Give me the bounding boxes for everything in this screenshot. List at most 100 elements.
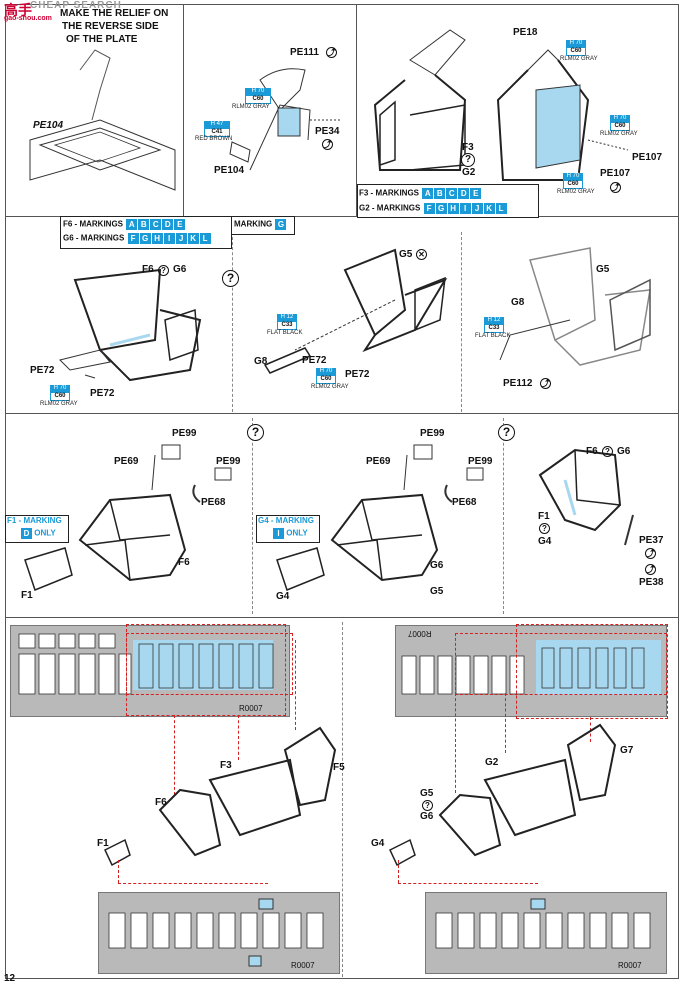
part-pe99c: PE99	[420, 428, 445, 439]
marking-letter: I	[273, 528, 284, 539]
marking-question-icon: ?	[602, 446, 613, 457]
paint-code: H 70	[610, 115, 630, 122]
part-pe72b: PE72	[90, 388, 115, 399]
paint-code: H 70	[50, 385, 70, 392]
part-f6: F6	[142, 264, 154, 275]
paint-name: RLM02 GRAY	[232, 104, 270, 110]
mask-guide-box	[455, 633, 667, 695]
mask-pattern	[435, 898, 651, 949]
part-g6: G6	[420, 811, 434, 822]
seat-drawing-g5-right	[499, 247, 651, 366]
relief-note-line2: THE REVERSE SIDE	[62, 21, 159, 32]
part-g5: G5	[420, 788, 434, 799]
paint-callout: H 12 C33	[277, 314, 297, 330]
mask-pattern	[18, 633, 274, 695]
canopy-drawing-f6	[24, 444, 232, 591]
relief-plate-drawing	[29, 49, 176, 191]
marking-letter: C	[446, 188, 458, 199]
paint-code-c: C33	[277, 321, 297, 330]
marking-letter: D	[21, 528, 32, 539]
paint-callout: H 70 C60	[245, 88, 271, 104]
part-g6: G6	[173, 264, 187, 275]
paint-name: FLAT BLACK	[267, 330, 303, 336]
guide-line	[398, 883, 538, 884]
step-divider	[503, 418, 504, 614]
paint-code-c: C60	[610, 122, 630, 131]
part-g7: G7	[620, 745, 634, 756]
step-divider	[342, 622, 343, 977]
part-pe69a: PE69	[114, 456, 139, 467]
paint-code: H 12	[484, 317, 504, 324]
markings-f6-label: F6 - MARKINGS	[63, 219, 123, 229]
bend-icon: ⤴	[540, 378, 551, 389]
part-pe37: PE37	[639, 535, 664, 546]
paint-code: H 70	[316, 368, 336, 375]
mask-code: R0007	[408, 629, 432, 638]
guide-line	[398, 860, 399, 883]
marking-letter: J	[471, 203, 483, 214]
guide-line	[118, 860, 119, 883]
paint-code-c: C60	[316, 375, 336, 384]
marking-letter: B	[434, 188, 446, 199]
paint-code-c: C41	[204, 128, 230, 137]
marking-question-icon: ?	[498, 424, 515, 441]
marking-letter: I	[459, 203, 471, 214]
paint-callout: H 70 C60	[610, 115, 630, 131]
seat-drawing-f6	[59, 268, 202, 382]
part-f1: F1	[21, 590, 33, 601]
part-f5: F5	[333, 762, 345, 773]
part-g6r: G6	[617, 446, 631, 457]
paint-code-c: C60	[50, 392, 70, 401]
part-g4: G4	[371, 838, 385, 849]
part-g4: G4	[276, 591, 290, 602]
marking-f1-row: D ONLY	[20, 528, 56, 539]
relief-note-line1: MAKE THE RELIEF ON	[60, 8, 169, 19]
paint-callout: H 70 C60	[566, 40, 586, 56]
part-f6: F6	[178, 557, 190, 568]
marking-letter: A	[126, 219, 138, 230]
part-g6: G6	[430, 560, 444, 571]
masked-canopy-parts-left	[104, 726, 337, 867]
masked-canopy-parts-right	[389, 723, 617, 867]
part-g2: G2	[485, 757, 499, 768]
marking-letter: G	[139, 233, 151, 244]
marking-letter: E	[174, 219, 186, 230]
mask-pattern	[108, 898, 324, 967]
mask-pattern	[401, 647, 645, 695]
marking-letter: K	[187, 233, 199, 244]
marking-question-icon: ?	[539, 523, 550, 534]
marking-question-icon: ?	[222, 270, 239, 287]
marking-f1-label: F1 - MARKING	[7, 516, 62, 525]
part-pe69b: PE69	[366, 456, 391, 467]
marking-letter: D	[162, 219, 174, 230]
marking-letter: K	[483, 203, 495, 214]
relief-note-line3: OF THE PLATE	[66, 34, 138, 45]
part-f3: F3	[462, 142, 474, 153]
part-pe107b: PE107	[600, 168, 631, 179]
part-f3: F3	[220, 760, 232, 771]
marking-letter: C	[150, 219, 162, 230]
site-logo: 高手	[4, 2, 32, 18]
step-divider	[232, 232, 233, 412]
part-g5: G5	[399, 249, 413, 260]
marking-question-icon: ?	[158, 265, 169, 276]
page-number: 12	[4, 973, 16, 984]
part-pe72c: PE72	[302, 355, 327, 366]
step-divider	[252, 418, 253, 614]
page-frame	[5, 4, 679, 979]
marking-question-icon: ?	[247, 424, 264, 441]
marking-g-label: MARKING	[234, 219, 273, 229]
markings-g6-label: G6 - MARKINGS	[63, 233, 125, 243]
bend-icon: ⤴	[610, 182, 621, 193]
paint-callout: H 70 C60	[563, 173, 583, 189]
step-divider	[461, 232, 462, 412]
mask-highlight	[133, 640, 273, 690]
seat-frame-drawing-f3	[373, 29, 467, 171]
marking-g4-label: G4 - MARKING	[258, 516, 314, 525]
step-divider	[183, 4, 184, 216]
marking-letter: I	[163, 233, 175, 244]
canopy-drawing-g6	[276, 444, 484, 591]
